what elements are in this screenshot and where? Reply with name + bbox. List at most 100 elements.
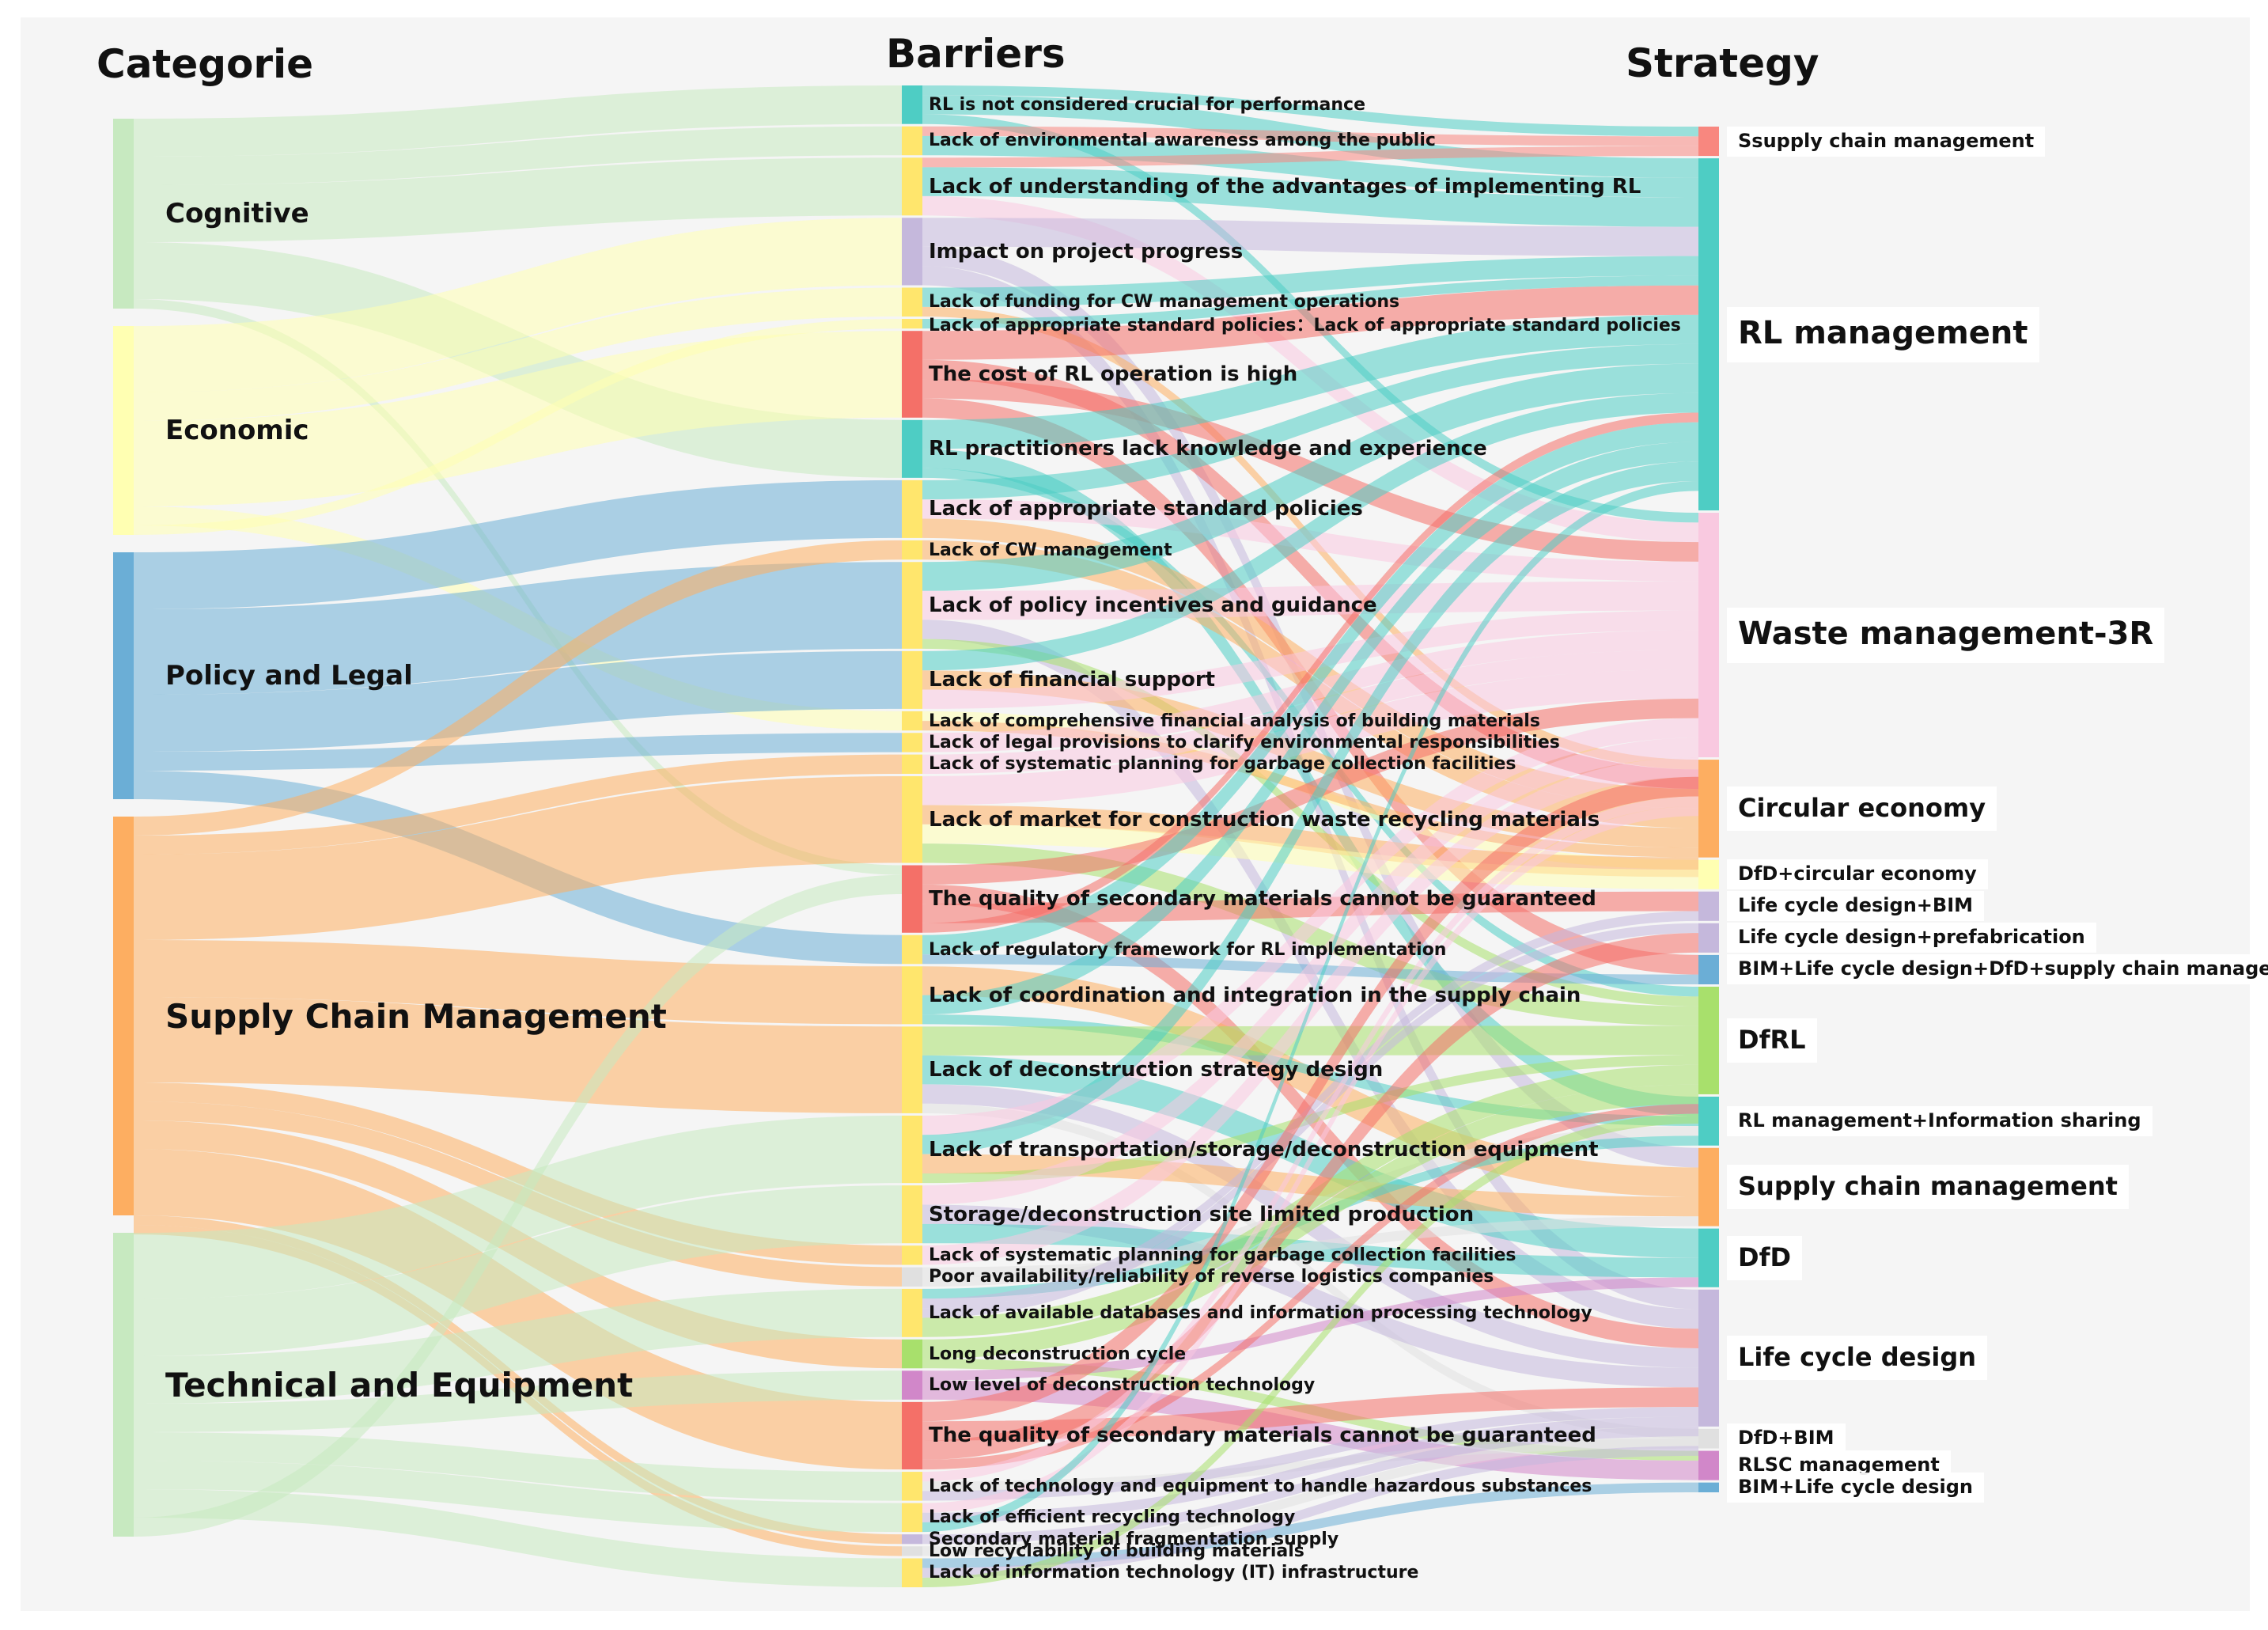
barrier-node (902, 319, 922, 329)
strategy-label: BIM+Life cycle design (1727, 1472, 1984, 1503)
barrier-label: Lack of systematic planning for garbage … (929, 754, 1516, 775)
barrier-node (902, 419, 922, 478)
link-barrier-strategy (922, 1204, 1698, 1388)
link-category-barrier (134, 126, 902, 185)
barrier-label: Lack of CW management (929, 540, 1172, 560)
link-category-barrier (134, 775, 902, 940)
barrier-node (902, 1503, 922, 1533)
link-barrier-strategy (922, 392, 1698, 671)
barrier-label: Storage/deconstruction site limited prod… (929, 1202, 1475, 1226)
barrier-node (902, 1472, 922, 1501)
strategy-label: Life cycle design+BIM (1727, 891, 1984, 922)
barrier-node (902, 775, 922, 863)
strategy-node (1698, 1147, 1719, 1226)
link-barrier-strategy (922, 933, 1698, 1460)
link-barrier-strategy (922, 1113, 1698, 1587)
barrier-label: Lack of coordination and integration in … (929, 983, 1581, 1007)
link-barrier-strategy (922, 363, 1698, 591)
link-category-barrier (134, 157, 902, 242)
barrier-node (902, 1288, 922, 1337)
strategy-label: RL management+Information sharing (1727, 1105, 2153, 1136)
link-barrier-strategy (922, 911, 1698, 1309)
sankey-diagram (113, 85, 1719, 1587)
link-barrier-strategy (922, 1482, 1698, 1568)
link-barrier-strategy (922, 796, 1698, 1482)
link-category-barrier (134, 287, 902, 421)
link-barrier-strategy (922, 422, 1698, 955)
link-category-barrier (134, 1185, 902, 1356)
link-barrier-strategy (922, 966, 1698, 1197)
barrier-label: The quality of secondary materials canno… (929, 887, 1596, 912)
barrier-label: Lack of funding for CW management operat… (929, 292, 1400, 313)
link-barrier-strategy (922, 581, 1698, 620)
link-barrier-strategy (922, 776, 1698, 1422)
barrier-label: Lack of information technology (IT) infr… (929, 1563, 1419, 1583)
barrier-label: The quality of secondary materials canno… (929, 1423, 1596, 1448)
category-node (113, 119, 134, 309)
category-label: Supply Chain Management (165, 996, 667, 1036)
link-category-barrier (134, 1461, 902, 1533)
link-barrier-strategy (922, 1104, 1698, 1470)
category-label: Cognitive (165, 198, 309, 229)
barrier-node (902, 562, 922, 649)
link-barrier-strategy (922, 1436, 1698, 1556)
link-barrier-strategy (922, 442, 1698, 1015)
link-barrier-strategy (922, 285, 1698, 360)
barrier-label: Lack of environmental awareness among th… (929, 131, 1436, 151)
strategy-label: BIM+Life cycle design+DfD+supply chain m… (1727, 954, 2268, 985)
link-barrier-strategy (922, 670, 1698, 848)
strategy-label: Supply chain management (1727, 1165, 2129, 1210)
barrier-label: Long deconstruction cycle (929, 1344, 1187, 1364)
link-barrier-strategy (922, 1416, 1698, 1522)
barrier-label: Lack of financial support (929, 668, 1216, 692)
barrier-label: Lack of efficient recycling technology (929, 1507, 1296, 1528)
link-category-barrier (134, 1288, 902, 1404)
link-barrier-strategy (922, 343, 1698, 500)
barrier-node (902, 711, 922, 731)
strategy-node (1698, 1482, 1719, 1492)
link-category-barrier (134, 540, 902, 836)
link-barrier-strategy (922, 1446, 1698, 1578)
link-barrier-strategy (922, 610, 1698, 709)
link-barrier-strategy (922, 1407, 1698, 1501)
strategy-node (1698, 1096, 1719, 1146)
link-barrier-strategy (922, 1084, 1698, 1359)
barrier-label: Lack of policy incentives and guidance (929, 593, 1377, 618)
strategy-node (1698, 986, 1719, 1094)
barrier-node (902, 480, 922, 538)
column-title-barriers: Barriers (886, 31, 1066, 77)
strategy-label: Life cycle design+prefabrication (1727, 923, 2096, 953)
barrier-label: Lack of deconstruction strategy design (929, 1058, 1384, 1082)
strategy-node (1698, 1450, 1719, 1480)
link-category-barrier (134, 1432, 902, 1501)
strategy-node (1698, 954, 1719, 984)
barrier-node (902, 754, 922, 774)
strategy-node (1698, 1428, 1719, 1449)
barrier-label: The cost of RL operation is high (929, 362, 1298, 386)
link-barrier-strategy (922, 126, 1698, 146)
barrier-label: Lack of technology and equipment to hand… (929, 1476, 1592, 1496)
link-barrier-strategy (922, 412, 1698, 933)
barrier-label: Secondary material fragmentation supply (929, 1529, 1339, 1549)
barrier-label: RL practitioners lack knowledge and expe… (929, 437, 1487, 461)
link-category-barrier (134, 874, 902, 1537)
barrier-node (902, 1534, 922, 1545)
barrier-node (902, 650, 922, 709)
barrier-node (902, 1185, 922, 1244)
link-category-barrier (134, 1370, 902, 1432)
link-barrier-strategy (922, 923, 1698, 1318)
link-barrier-strategy (922, 698, 1698, 885)
link-barrier-strategy (922, 639, 1698, 1006)
strategy-label: DfD (1727, 1235, 1803, 1280)
strategy-label: Waste management-3R (1727, 607, 2165, 663)
strategy-label: DfD+BIM (1727, 1423, 1846, 1454)
barrier-node (902, 1267, 922, 1287)
link-category-barrier (134, 562, 902, 695)
barrier-node (902, 1546, 922, 1556)
barrier-node (902, 1558, 922, 1587)
link-barrier-strategy (922, 1277, 1698, 1381)
column-title-categorie: Categorie (97, 41, 314, 87)
category-label: Economic (165, 415, 309, 446)
strategy-label: Life cycle design (1727, 1336, 1988, 1381)
